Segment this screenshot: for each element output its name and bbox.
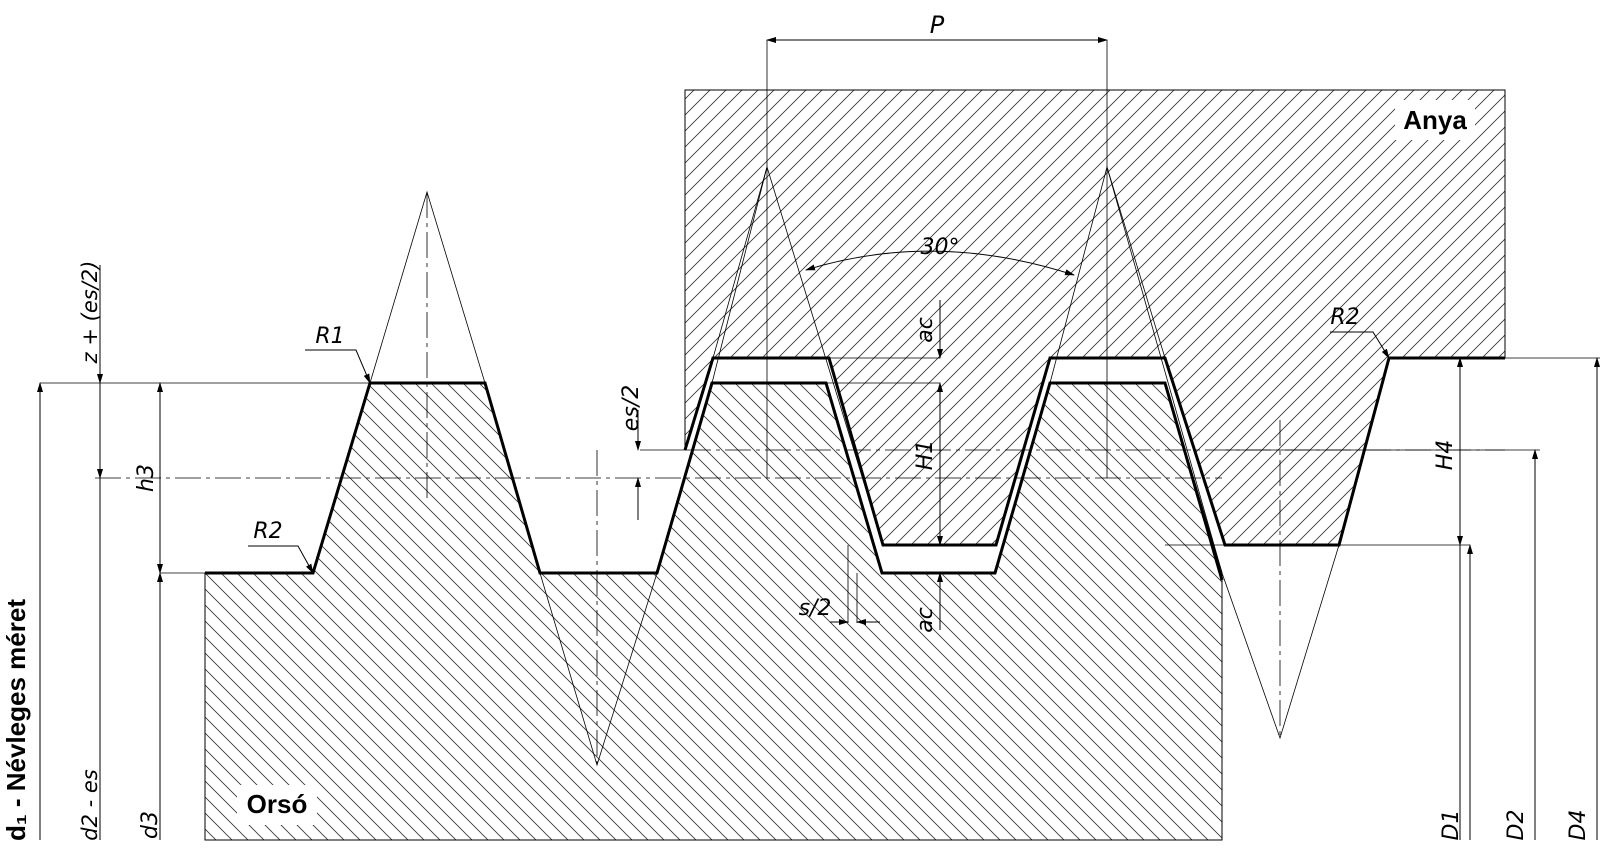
D4-label: D4	[1566, 810, 1591, 841]
D2-label: D2	[1504, 810, 1529, 841]
r2-left-label: R2	[253, 519, 282, 544]
ac-top-label: ac	[913, 317, 938, 343]
radius-leaders	[248, 331, 1390, 574]
r2-right-label: R2	[1330, 305, 1359, 330]
nut-label: Anya	[1403, 105, 1467, 135]
screw-body	[204, 382, 1223, 841]
screw-label: Orsó	[247, 789, 308, 819]
nominal-size-label: d₁ - Névleges méret	[1, 599, 31, 841]
screw-label-background	[237, 785, 317, 825]
pitch-label: P	[930, 11, 945, 39]
h1-label: H1	[913, 440, 938, 471]
center-lines	[95, 192, 1505, 765]
nut-profile	[683, 356, 1505, 547]
half-es-label: es/2	[619, 385, 644, 431]
ac-bottom-label: ac	[913, 607, 938, 633]
d3-label: d3	[138, 811, 163, 839]
h3-label: h3	[134, 464, 159, 492]
h4-label: H4	[1433, 440, 1458, 471]
r1-label: R1	[315, 324, 344, 349]
angle-label: 30°	[921, 235, 960, 260]
dimension-lines	[37, 37, 1600, 840]
nut-label-background	[1395, 100, 1475, 140]
d2-es-label: d2 - es	[78, 769, 102, 841]
z-es-label: z + (es/2)	[78, 261, 102, 365]
half-s-label: s/2	[799, 596, 832, 621]
D1-label: D1	[1439, 810, 1464, 841]
